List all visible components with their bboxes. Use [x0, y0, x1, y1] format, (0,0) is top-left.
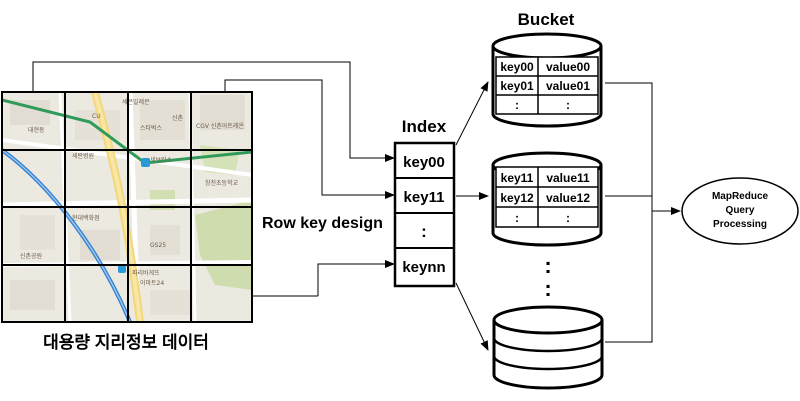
index-row-key00: key00 [403, 154, 445, 171]
bucket-to-mapreduce-connectors [605, 82, 681, 343]
map-place-label: 현대백화점 [72, 214, 100, 222]
map-place-label: CU [92, 113, 101, 120]
map-place-label: 스타벅스 [140, 124, 163, 132]
map-place-label: 이마트24 [140, 279, 164, 287]
index-to-bucket-arrows [455, 81, 489, 351]
bucket-cylinder-3 [492, 305, 604, 390]
mapreduce-node: MapReduce Query Processing [681, 177, 799, 245]
map-grid [1, 91, 253, 323]
index-row-key11: key11 [404, 189, 445, 206]
mapreduce-line-2: Query [726, 205, 755, 216]
map-place-label: 대현동 [28, 126, 45, 134]
mapreduce-line-3: Processing [713, 219, 767, 230]
index-table: key00 key11 : keynn [393, 141, 456, 288]
connector-key00 [32, 61, 395, 162]
bucket-cylinder-2: key11 value11 key12 value12 : : [491, 151, 603, 247]
bucket-ellipsis-bottom: : [544, 276, 551, 301]
index-title: Index [402, 117, 447, 136]
bucket2-key-dots: : [515, 211, 519, 225]
bucket-title: Bucket [518, 10, 575, 29]
bucket-cylinder-1: key00 value00 key01 value01 : : [491, 32, 603, 128]
map-place-label: 세브란스 [150, 156, 173, 164]
connector-keynn-upper [317, 260, 395, 296]
map-to-index-connectors [32, 61, 395, 297]
map-place-label: 신촌공원 [20, 252, 42, 260]
bucket1-value-0: value00 [546, 60, 590, 74]
bucket2-value-1: value12 [546, 191, 590, 205]
bucket1-key-0: key00 [500, 60, 534, 74]
bucket1-key-1: key01 [500, 79, 534, 93]
map-place-label: 세란병원 [72, 152, 94, 160]
index-row-dots: : [421, 222, 427, 241]
bucket2-value-0: value11 [546, 171, 590, 185]
mapreduce-line-1: MapReduce [712, 191, 769, 202]
map-place-label: 창천초등학교 [205, 179, 239, 187]
map-place-label: GS25 [150, 242, 166, 249]
row-key-design-label: Row key design [262, 215, 383, 232]
bucket1-key-dots: : [515, 98, 519, 112]
bucket2-key-0: key11 [501, 171, 534, 185]
index-row-keynn: keynn [402, 259, 445, 276]
map-place-label: 신촌 [172, 114, 184, 122]
bucket-ellipsis-top: : [544, 253, 551, 278]
map-caption: 대용량 지리정보 데이터 [43, 333, 209, 352]
bucket1-value-1: value01 [546, 79, 590, 93]
connector-key11 [224, 79, 395, 199]
bucket2-key-1: key12 [500, 191, 534, 205]
map-place-label: 파리바게뜨 [132, 269, 160, 277]
bucket1-value-dots: : [566, 98, 570, 112]
bucket-ellipsis: : : [544, 253, 551, 301]
map-place-label: CGV 신촌아트레온 [196, 122, 244, 130]
bucket2-value-dots: : [566, 211, 570, 225]
map-place-label: 세븐일레븐 [122, 98, 150, 106]
